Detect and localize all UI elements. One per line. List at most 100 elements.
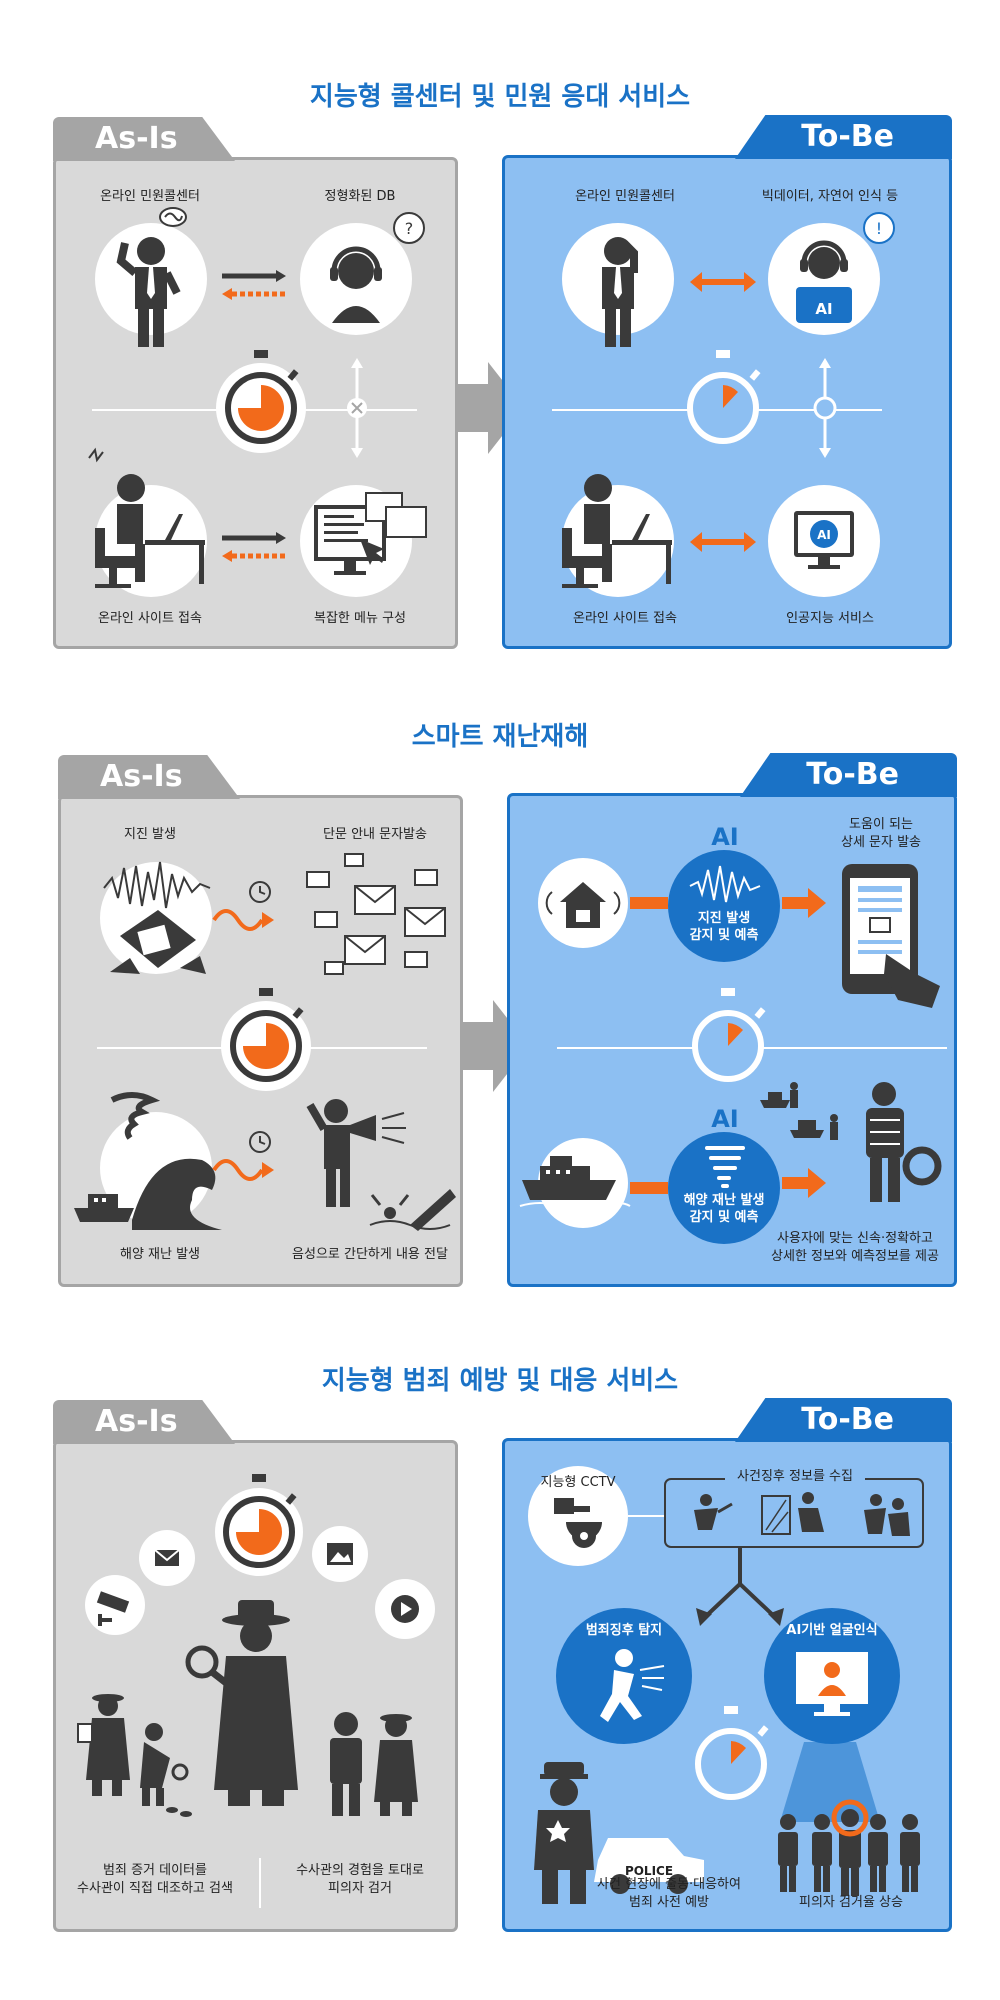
cctv-bubble-icon: [85, 1575, 145, 1635]
phone-sms-label: 도움이 되는 상세 문자 발송: [840, 817, 922, 850]
distress-boats-icon: [760, 1082, 838, 1140]
earthquake-detect-label: 지진 발생 감지 및 예측: [689, 911, 759, 943]
stopwatch-icon: [225, 350, 299, 444]
earthquake-house-icon: [103, 861, 211, 974]
callcenter-asis-bottom-right-label: 복잡한 메뉴 구성: [314, 611, 406, 626]
crime-asis-tab: As-Is: [53, 1400, 235, 1444]
crime-scenes-icon: [694, 1492, 910, 1536]
video-play-bubble-icon: [375, 1579, 435, 1639]
headset-operator-icon: [330, 246, 382, 323]
sms-envelopes-icon: [306, 853, 446, 975]
dome-camera-icon: [554, 1498, 602, 1548]
disaster-asis-bottom-left-label: 해양 재난 발생: [119, 1247, 201, 1262]
callcenter-tobe-bottom-right-label: 인공지능 서비스: [786, 611, 874, 626]
stopwatch-fast-icon: [687, 350, 761, 444]
transition-arrow-icon: [458, 362, 524, 454]
crime-asis-bottom-right-label: 수사관의 경험을 토대로 피의자 검거: [296, 1863, 424, 1896]
smart-cctv-circle: [528, 1466, 628, 1566]
disaster-asis-tab: As-Is: [58, 755, 240, 799]
callcenter-title: 지능형 콜센터 및 민원 응대 서비스: [309, 82, 691, 112]
callcenter-tobe-top-left-label: 온라인 민원콜센터: [575, 189, 675, 204]
bidirectional-orange-arrow-icon: [690, 532, 756, 552]
crime-asis-bottom-left-label: 범죄 증거 데이터를 수사관이 직접 대조하고 검색: [77, 1863, 233, 1896]
fleeing-suspect-icon: [600, 1649, 665, 1722]
suspect-arrest-label: 피의자 검거율 상승: [799, 1895, 903, 1910]
exclamation-bubble-icon: !: [863, 212, 895, 244]
disaster-asis-top-right-label: 단문 안내 문자발송: [323, 827, 427, 842]
svg-text:!: !: [876, 219, 882, 238]
connected-vertical-arrow-icon: [813, 358, 837, 458]
crowd-suspect-icon: [778, 1799, 920, 1896]
bidirectional-orange-arrow-icon: [690, 272, 756, 292]
ai-monitor-label: AI: [817, 528, 831, 542]
svg-text:?: ?: [405, 219, 414, 238]
arrested-suspects-icon: [330, 1712, 418, 1816]
tornado-icon: [705, 1146, 745, 1188]
callcenter-tobe-tab: To-Be: [735, 115, 952, 159]
mail-bubble-icon: [139, 1530, 195, 1586]
ai-monitor-icon: [794, 511, 854, 569]
detective-magnifier-icon: [185, 1600, 298, 1806]
investigators-icon: [77, 1694, 192, 1817]
ship-icon: [519, 1156, 631, 1210]
callcenter-tobe-top-right-label: 빅데이터, 자연어 인식 등: [761, 189, 899, 204]
divider-line: [259, 1858, 261, 1908]
face-recognition-label: AI기반 얼굴인식: [786, 1623, 878, 1638]
exchange-arrows-icon: [222, 270, 286, 300]
orange-arrow-icon: [782, 888, 826, 918]
disaster-asis-bottom-right-label: 음성으로 간단하게 내용 전달: [292, 1247, 448, 1262]
delay-clock-arrow-icon: [212, 1131, 274, 1181]
smartphone-hand-icon: [842, 864, 940, 1008]
tsunami-ship-icon: [74, 1092, 222, 1230]
earthquake-detect-circle: [668, 850, 780, 962]
face-monitor-icon: [796, 1652, 868, 1716]
police-response-label: 사건 현장에 출동·대응하여 범죄 사전 예방: [597, 1877, 741, 1910]
transition-arrow-icon: [463, 1000, 529, 1092]
crime-detect-label: 범죄징후 탐지: [585, 1623, 663, 1638]
callcenter-asis-top-left-label: 온라인 민원콜센터: [100, 189, 200, 204]
callcenter-asis-top-right-label: 정형화된 DB: [324, 189, 396, 204]
confused-scribble-icon: [159, 207, 187, 227]
complex-menu-monitor-icon: [314, 492, 427, 575]
stopwatch-icon: [230, 988, 304, 1082]
stopwatch-fast-icon: [695, 1706, 769, 1800]
ai-bottom-label: AI: [711, 1105, 739, 1133]
question-bubble-icon: ?: [393, 212, 425, 244]
exchange-arrows-icon: [222, 532, 286, 562]
orange-connector: [630, 1182, 668, 1194]
smart-cctv-label: 지능형 CCTV: [540, 1475, 616, 1490]
phone-caller-calm-icon: [602, 237, 638, 347]
police-officer-car-icon: [534, 1762, 704, 1904]
marine-detect-label: 해양 재난 발생 감지 및 예측: [683, 1193, 765, 1225]
ai-top-label: AI: [711, 823, 739, 851]
disaster-asis-top-left-label: 지진 발생: [124, 827, 176, 842]
crime-tobe-tab: To-Be: [735, 1398, 952, 1442]
delay-clock-arrow-icon: [212, 881, 274, 931]
marine-info-label: 사용자에 맞는 신속·정확하고 상세한 정보와 예측정보를 제공: [771, 1231, 939, 1264]
disaster-title: 스마트 재난재해: [411, 722, 589, 752]
police-car-label: POLICE: [624, 1864, 674, 1878]
lifejacket-rescuer-icon: [866, 1082, 942, 1202]
incident-collect-label: 사건징후 정보를 수집: [725, 1468, 865, 1486]
crime-title: 지능형 범죄 예방 및 대응 서비스: [321, 1366, 679, 1396]
stopwatch-fast-icon: [692, 988, 766, 1082]
stopwatch-icon: [215, 1474, 303, 1576]
orange-connector: [630, 897, 668, 909]
callcenter-asis-tab: As-Is: [53, 117, 235, 161]
frustrated-computer-user-icon: [88, 447, 205, 588]
phone-caller-icon: [116, 237, 181, 347]
image-bubble-icon: [312, 1526, 368, 1582]
disaster-tobe-tab: To-Be: [740, 753, 957, 797]
callcenter-tobe-bottom-left-label: 온라인 사이트 접속: [573, 611, 677, 626]
seismic-wave-icon: [689, 865, 761, 903]
megaphone-announcer-icon: [306, 1099, 456, 1231]
callcenter-asis-bottom-left-label: 온라인 사이트 접속: [98, 611, 202, 626]
ai-operator-badge: AI: [815, 300, 833, 318]
computer-user-icon: [562, 474, 672, 588]
orange-arrow-icon: [782, 1168, 826, 1198]
smart-house-sensor-icon: [545, 882, 621, 928]
connector-line: [628, 1515, 666, 1517]
split-arrow-icon: [696, 1548, 784, 1626]
blocked-vertical-arrow-icon: [347, 358, 367, 458]
ai-headset-operator-icon: [796, 240, 852, 323]
